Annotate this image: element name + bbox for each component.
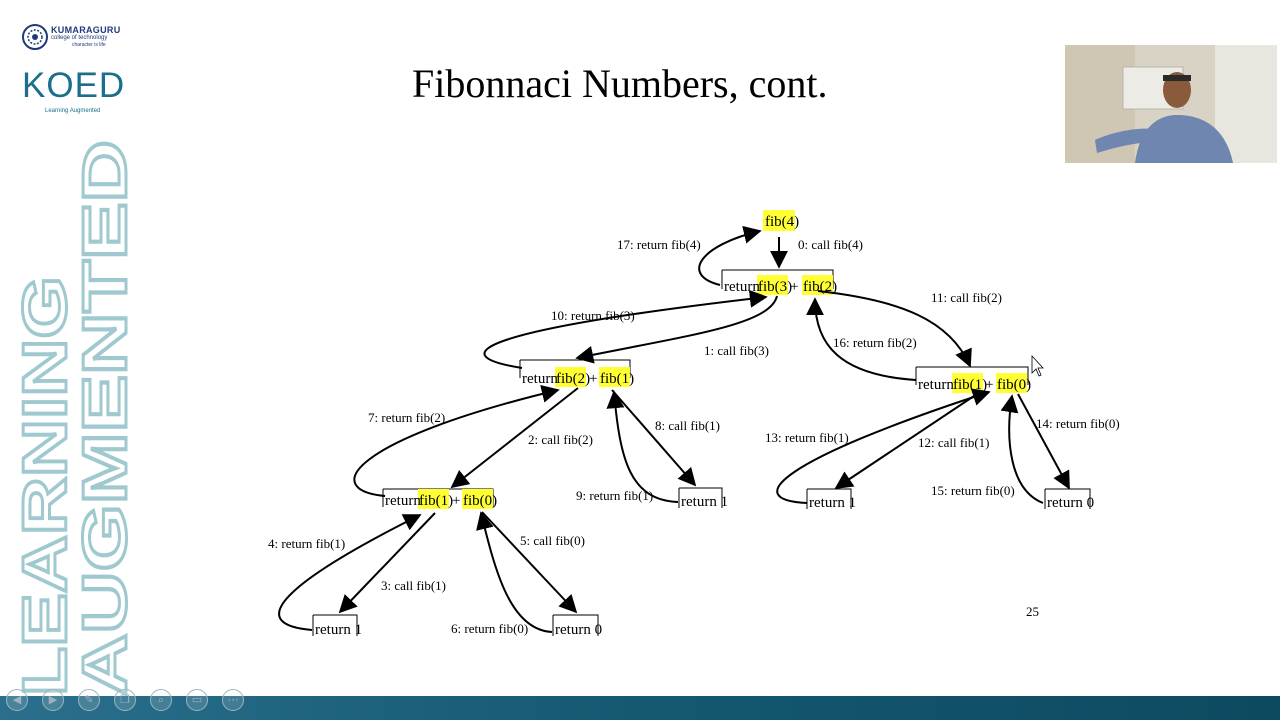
next-slide-button[interactable]: ▶ <box>42 689 64 711</box>
edge-13 <box>776 388 991 504</box>
college-seal-icon <box>22 24 48 50</box>
kumaraguru-logo: KUMARAGURU college of technology charact… <box>22 24 137 52</box>
presentation-toolbar <box>0 696 1280 720</box>
edge-label-6: 6: return fib(0) <box>451 621 528 636</box>
node-ll-fib0: fib(0) <box>463 493 497 509</box>
see-all-slides-button[interactable]: ❐ <box>114 689 136 711</box>
edge-15 <box>1000 394 1044 504</box>
node-right-fib1: fib(1) <box>953 377 987 393</box>
mouse-cursor-icon <box>1031 354 1044 377</box>
node-left-fib2: fib(2) <box>556 371 590 387</box>
edge-label-8: 8: call fib(1) <box>655 418 720 433</box>
leaf-return-1-c: return 1 <box>809 495 856 511</box>
fibonacci-call-tree: fib(4) return fib(3) + fib(2) return fib… <box>268 210 1120 638</box>
edge-9 <box>606 390 679 503</box>
koed-logo: KOED <box>22 66 126 105</box>
highlight <box>555 367 586 387</box>
previous-slide-button[interactable]: ◀ <box>6 689 28 711</box>
org-name: KUMARAGURU <box>51 25 121 35</box>
edge-11 <box>817 290 972 368</box>
slide-title: Fibonnaci Numbers, cont. <box>412 61 828 106</box>
node-ll-fib1: fib(1) <box>419 493 453 509</box>
edge-6 <box>476 511 553 633</box>
edge-label-2: 2: call fib(2) <box>528 432 593 447</box>
edge-label-4: 4: return fib(1) <box>268 536 345 551</box>
highlight <box>802 275 833 295</box>
koed-tagline: Learning Augmented <box>45 108 101 114</box>
edge-label-12: 12: call fib(1) <box>918 435 989 450</box>
edge-label-1: 1: call fib(3) <box>704 343 769 358</box>
edge-7 <box>353 385 560 497</box>
leaf-return-1-a: return 1 <box>315 622 362 638</box>
leaf-return-1-b: return 1 <box>681 494 728 510</box>
pen-tool-button[interactable]: ✎ <box>78 689 100 711</box>
edge-16 <box>806 297 917 381</box>
org-tagline: character is life <box>72 42 106 48</box>
highlight <box>763 210 795 231</box>
vertical-text-augmented: AUGMENTED <box>71 140 140 696</box>
node-root-return: return <box>724 279 760 295</box>
leaf-return-0-a: return 0 <box>555 622 602 638</box>
node-right-return: return <box>918 377 954 393</box>
edge-1 <box>575 295 778 364</box>
node-left-plus: + <box>589 371 597 387</box>
branding-panel: KUMARAGURU college of technology charact… <box>0 0 150 696</box>
node-root-fib2: fib(2) <box>803 279 837 295</box>
edge-label-17: 17: return fib(4) <box>617 237 701 252</box>
edge-label-11: 11: call fib(2) <box>931 290 1002 305</box>
edges <box>278 225 1070 633</box>
edge-2 <box>450 387 579 489</box>
edge-label-0: 0: call fib(4) <box>798 237 863 252</box>
edge-10 <box>483 289 768 369</box>
vertical-text-learning: LEARNING <box>11 276 80 696</box>
edge-label-16: 16: return fib(2) <box>833 335 917 350</box>
highlight <box>462 489 493 509</box>
edge-17 <box>698 225 762 286</box>
zoom-button[interactable]: ⌕ <box>150 689 172 711</box>
more-options-button[interactable]: ⋯ <box>222 689 244 711</box>
edge-label-5: 5: call fib(0) <box>520 533 585 548</box>
node-right-fib0: fib(0) <box>997 377 1031 393</box>
node-box-right <box>916 366 1029 385</box>
presenter-webcam <box>1065 45 1277 163</box>
node-root-plus: + <box>790 279 798 295</box>
highlight <box>418 489 449 509</box>
edge-label-3: 3: call fib(1) <box>381 578 446 593</box>
node-root-fib3: fib(3) <box>758 279 792 295</box>
highlight <box>996 373 1027 393</box>
edge-label-14: 14: return fib(0) <box>1036 416 1120 431</box>
node-left-fib1: fib(1) <box>600 371 634 387</box>
edge-label-9: 9: return fib(1) <box>576 488 653 503</box>
highlight <box>599 367 630 387</box>
learning-augmented-vertical-text: LEARNING AUGMENTED <box>10 139 142 697</box>
edge-8 <box>611 389 697 487</box>
node-ll-plus: + <box>452 493 460 509</box>
edge-label-7: 7: return fib(2) <box>368 410 445 425</box>
node-root: fib(4) <box>765 214 799 230</box>
edge-5 <box>481 511 578 614</box>
presenter-video-frame <box>1065 45 1277 163</box>
edge-12 <box>834 395 975 489</box>
node-right-plus: + <box>985 377 993 393</box>
edge-label-10: 10: return fib(3) <box>551 308 635 323</box>
edge-4 <box>278 514 422 631</box>
slide-page-number: 25 <box>1026 604 1039 619</box>
org-subtitle: college of technology <box>51 35 108 41</box>
edge-label-13: 13: return fib(1) <box>765 430 849 445</box>
screen-options-button[interactable]: ▭ <box>186 689 208 711</box>
node-ll-return: return <box>385 493 421 509</box>
edge-14 <box>1017 393 1070 490</box>
leaf-return-0-b: return 0 <box>1047 495 1094 511</box>
edge-3 <box>338 512 436 614</box>
edge-label-15: 15: return fib(0) <box>931 483 1015 498</box>
highlight <box>952 373 983 393</box>
node-left-return: return <box>522 371 558 387</box>
